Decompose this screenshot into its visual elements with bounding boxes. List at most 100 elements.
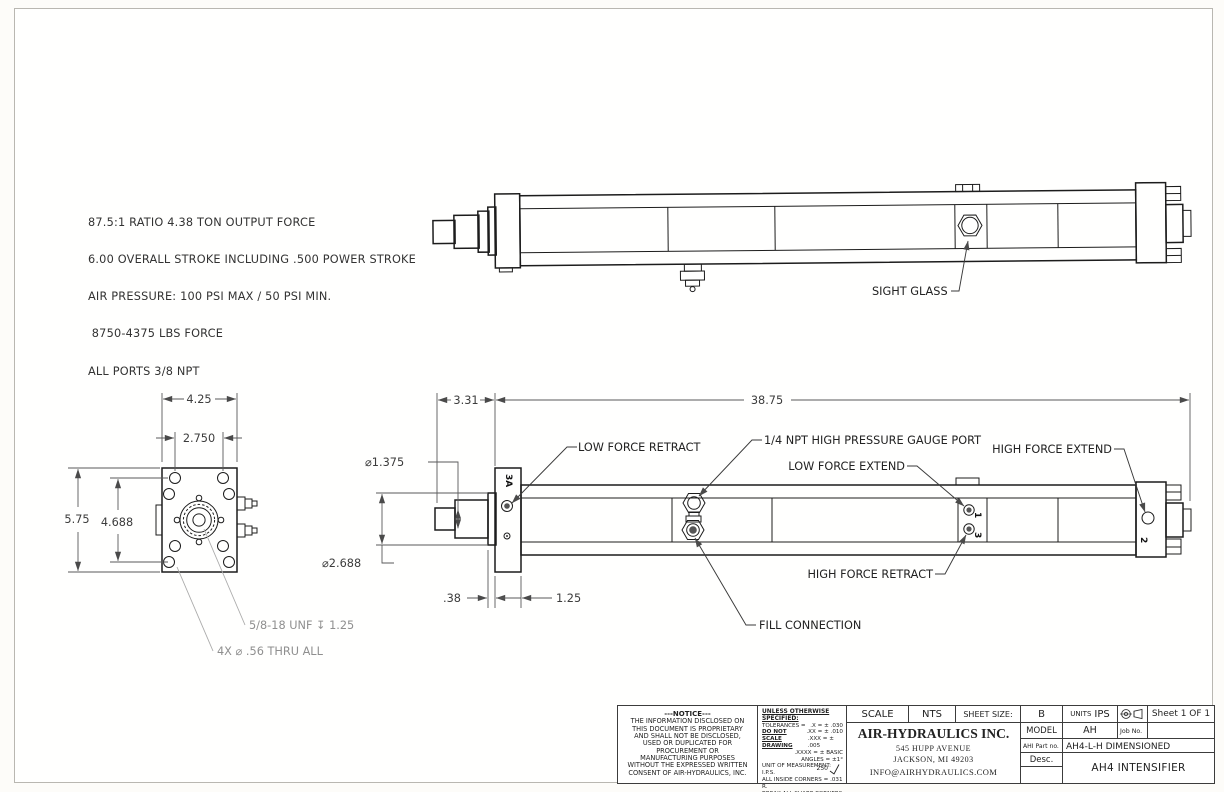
tolerance-label: DO NOT	[762, 729, 787, 736]
port-label-2: 2	[1138, 537, 1148, 543]
part-number-value: AH4-L-H DIMENSIONED	[1063, 739, 1214, 753]
mounting-hole	[217, 472, 229, 484]
mounting-tab	[955, 477, 980, 486]
rod-main-top	[453, 214, 480, 250]
tolerance-value: .XXX = ± .005	[807, 736, 834, 749]
rod-main	[454, 499, 489, 539]
job-label: Job No.	[1118, 723, 1148, 739]
units-value: IPS	[1094, 708, 1110, 720]
notice-line: USED OR DUPLICATED FOR	[642, 739, 733, 748]
body	[520, 484, 1137, 556]
front-side-fittings	[236, 496, 258, 538]
tolerance-label: SCALE DRAWING	[762, 736, 793, 749]
dim-plate-height: 5.75	[64, 513, 89, 526]
front-view-dimensions: 4.25 2.750 5.75 4.688	[64, 393, 242, 573]
callout-thread: 5/8-18 UNF ↧ 1.25	[249, 619, 354, 632]
end-boss	[1165, 203, 1184, 244]
surface-finish-icon	[829, 764, 840, 775]
end-cap-top	[1134, 181, 1168, 264]
notice-line: WITHOUT THE EXPRESSED WRITTEN	[627, 761, 748, 770]
description-empty	[1021, 767, 1063, 783]
side-view-callouts: LOW FORCE RETRACT 1/4 NPT HIGH PRESSURE …	[511, 434, 1146, 632]
general-notes: 87.5:1 RATIO 4.38 TON OUTPUT FORCE 6.00 …	[88, 192, 416, 403]
callout-low-force-extend: LOW FORCE EXTEND	[788, 460, 905, 473]
flange-foot	[498, 267, 513, 273]
company-address2: JACKSON, MI 49203	[893, 755, 974, 764]
company-address1: 545 HUPP AVENUE	[895, 744, 972, 753]
surface-finish: 250	[817, 764, 842, 775]
tie-rod-hole	[217, 540, 229, 552]
tolerance-value: .XX = ± .010	[806, 729, 843, 736]
tie-rod-hole	[163, 488, 175, 500]
mounting-hole	[223, 556, 235, 568]
port-label-3: 3	[972, 532, 982, 538]
tie-rod-hole	[169, 540, 181, 552]
callout-high-force-extend: HIGH FORCE EXTEND	[992, 443, 1112, 456]
tolerance-note: ALL INSIDE CORNERS = .031 R.	[762, 776, 843, 790]
scale-label: SCALE	[847, 706, 909, 723]
sight-glass-leader	[951, 240, 970, 292]
rod-tip	[434, 507, 456, 531]
dim-bolt-spacing-v: 4.688	[101, 516, 133, 529]
flange-small-hole	[503, 532, 511, 540]
sheet-border	[14, 8, 1213, 783]
tolerance-value: ANGLES = ±1°	[801, 756, 843, 763]
tolerance-block: UNLESS OTHERWISE SPECIFIED: TOLERANCES =…	[758, 706, 847, 792]
note-line: ALL PORTS 3/8 NPT	[88, 364, 200, 378]
dim-boss-diameter: ⌀2.688	[322, 557, 361, 570]
callout-gauge-port: 1/4 NPT HIGH PRESSURE GAUGE PORT	[764, 434, 981, 447]
dim-plate-width: 4.25	[186, 393, 211, 406]
notice-block: ---NOTICE--- THE INFORMATION DISCLOSED O…	[618, 706, 758, 783]
company-name: AIR-HYDRAULICS INC.	[857, 726, 1010, 741]
mounting-hole	[169, 472, 181, 484]
end-boss	[1165, 502, 1184, 538]
scale-value: NTS	[909, 706, 956, 723]
dim-rod-diameter: ⌀1.375	[365, 456, 404, 469]
port-3	[963, 523, 975, 535]
sheet-size-label: SHEET SIZE:	[956, 706, 1021, 723]
notice-line: THIS DOCUMENT IS PROPRIETARY	[632, 724, 743, 733]
third-angle-projection-icon	[1119, 708, 1142, 720]
body-top	[518, 189, 1138, 267]
notice-line: MANUFACTURING PURPOSES	[640, 754, 735, 763]
center-boss	[173, 494, 225, 546]
gauge-port-fitting	[682, 493, 706, 517]
rod-tip-top	[432, 219, 456, 245]
description-value: AH4 INTENSIFIER	[1091, 762, 1186, 774]
model-label: MODEL	[1021, 723, 1063, 739]
sheet-number: Sheet 1 OF 1	[1148, 706, 1214, 723]
plate-side-tab	[155, 504, 163, 536]
dim-plate-thickness: .38	[443, 592, 461, 605]
fill-connection-fitting	[681, 515, 705, 540]
rod-plate	[487, 492, 497, 546]
callout-mounting-holes: 4X ⌀ .56 THRU ALL	[217, 645, 324, 658]
job-value	[1148, 723, 1214, 739]
front-view-callouts: 5/8-18 UNF ↧ 1.25 4X ⌀ .56 THRU ALL	[176, 528, 354, 658]
rod-plate-top	[487, 206, 498, 256]
notice-line: AND SHALL NOT BE DISCLOSED,	[634, 732, 741, 741]
top-mounting-tab	[955, 183, 981, 193]
tolerance-label: TOLERANCES =	[762, 722, 806, 729]
notice-line: THE INFORMATION DISCLOSED ON	[630, 717, 745, 726]
tolerance-value: .XXXX = ± BASIC	[794, 749, 843, 756]
dim-rod-extension: 3.31	[453, 394, 478, 407]
callout-low-force-retract: LOW FORCE RETRACT	[578, 441, 701, 454]
sight-glass-label: SIGHT GLASS	[872, 285, 948, 298]
rod-collar-top	[477, 210, 490, 253]
company-block: AIR-HYDRAULICS INC. 545 HUPP AVENUE JACK…	[847, 723, 1021, 783]
callout-fill-connection: FILL CONNECTION	[759, 619, 861, 632]
port-1	[963, 504, 975, 516]
note-line: 8750-4375 LBS FORCE	[88, 327, 224, 341]
port-2	[1141, 511, 1155, 525]
side-view: 3A 1 3 2	[434, 467, 1192, 573]
sheet-size-value: B	[1021, 706, 1063, 723]
callout-high-force-retract: HIGH FORCE RETRACT	[807, 568, 933, 581]
end-cap	[1135, 481, 1167, 558]
flange-top	[493, 193, 522, 269]
units-label: UNITS	[1070, 710, 1092, 718]
tolerance-note: BREAK ALL SHARP CORNERS	[762, 791, 843, 792]
dim-overall-length: 38.75	[751, 394, 783, 407]
top-view	[432, 181, 1192, 293]
